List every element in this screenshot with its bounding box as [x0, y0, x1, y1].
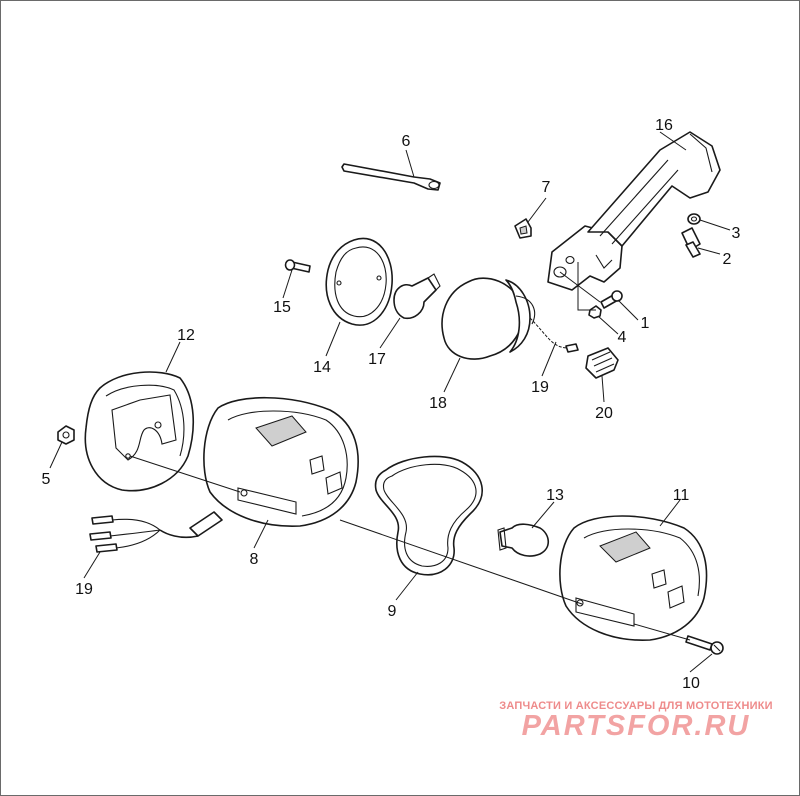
callout-9: 9	[388, 603, 397, 620]
callout-3: 3	[732, 225, 741, 242]
callout-5: 5	[42, 471, 51, 488]
part-1-screw[interactable]	[600, 290, 623, 309]
callout-11: 11	[673, 487, 690, 504]
callout-4: 4	[618, 329, 627, 346]
part-4-nut[interactable]	[588, 305, 602, 319]
callout-15: 15	[273, 299, 291, 316]
part-17-bulb[interactable]	[393, 273, 441, 320]
part-19-wiring-harness-lower[interactable]	[89, 511, 223, 553]
part-2-bolt[interactable]	[681, 227, 701, 258]
part-13-bulb[interactable]	[497, 523, 550, 557]
part-8-lamp-housing-left[interactable]	[203, 396, 359, 527]
part-6-cable-strap[interactable]	[341, 163, 441, 191]
part-15-screw[interactable]	[284, 259, 311, 273]
callout-2: 2	[723, 251, 732, 268]
part-20-connector[interactable]	[585, 347, 619, 379]
part-18-light-unit[interactable]	[441, 277, 569, 360]
part-11-lamp-housing-right[interactable]	[559, 515, 708, 641]
callout-10: 10	[682, 675, 700, 692]
part-14-gasket-ring[interactable]	[325, 237, 393, 326]
callout-numbers: 16 7 6 3 2 1 4 15 14 17 18 19 20 12 5 8 …	[42, 117, 741, 692]
part-12-backing-plate[interactable]	[84, 371, 195, 492]
callout-6: 6	[402, 133, 411, 150]
callout-13: 13	[546, 487, 564, 504]
callout-16: 16	[655, 117, 673, 134]
callout-17: 17	[368, 351, 386, 368]
callout-20: 20	[595, 405, 613, 422]
callout-7: 7	[542, 179, 551, 196]
part-3-washer[interactable]	[687, 213, 701, 225]
assembly-lines	[129, 262, 691, 641]
part-10-long-screw[interactable]	[685, 635, 724, 655]
callout-19-upper: 19	[531, 379, 549, 396]
callout-leaders	[49, 131, 731, 673]
part-16-mounting-bracket[interactable]	[547, 131, 721, 291]
callout-14: 14	[313, 359, 331, 376]
callout-18: 18	[429, 395, 447, 412]
callout-1: 1	[641, 315, 650, 332]
callout-19-lower: 19	[75, 581, 93, 598]
part-5-nut[interactable]	[57, 425, 75, 445]
part-9-lens-gasket[interactable]	[374, 455, 483, 576]
part-7-clip[interactable]	[514, 218, 532, 239]
callout-8: 8	[250, 551, 259, 568]
part-19-wire-lead-upper[interactable]	[565, 343, 579, 353]
callout-12: 12	[177, 327, 195, 344]
